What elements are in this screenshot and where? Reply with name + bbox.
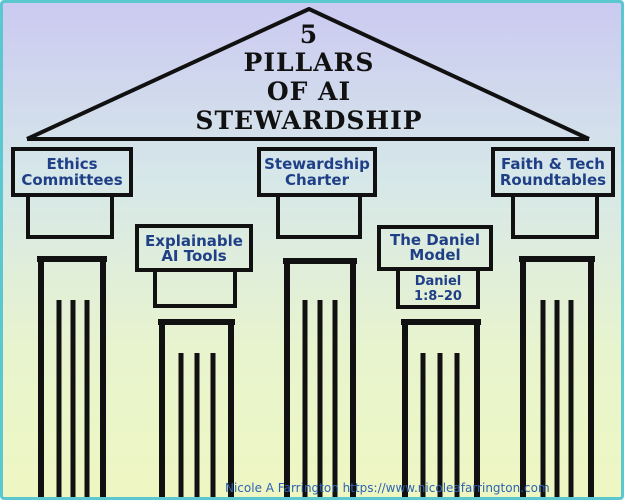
- pillar-5-shaft: [519, 256, 595, 497]
- pillar-5-neck: [511, 193, 599, 239]
- title-line-1: 5: [300, 20, 318, 49]
- pillar-stewardship-charter: [257, 147, 377, 497]
- pillar-5-label-line-1: Faith & Tech: [501, 155, 605, 173]
- pillar-4-label-line-1: The Daniel: [390, 231, 480, 249]
- pillar-4-flutes: [420, 353, 460, 497]
- pillar-3-flutes: [302, 300, 338, 497]
- pillar-explainable-ai-tools: [135, 224, 253, 497]
- pillar-4-note-line-2: 1:8–20: [414, 289, 462, 304]
- pillar-5-label-line-2: Roundtables: [500, 171, 606, 189]
- pillar-5-flutes: [540, 300, 574, 497]
- pillar-3-shaft: [283, 258, 357, 497]
- pillar-3-label-line-2: Charter: [285, 171, 350, 189]
- pillar-4-shaft: [401, 319, 481, 497]
- pillar-4-label-line-2: Model: [409, 246, 460, 264]
- pillar-2-neck: [153, 268, 237, 308]
- pillar-the-daniel-model: [377, 225, 493, 497]
- pillar-1-label-line-1: Ethics: [46, 155, 97, 173]
- pillar-ethics-committees: [11, 147, 133, 497]
- pillar-3-label-line-1: Stewardship: [264, 155, 370, 173]
- title-line-4: STEWARDSHIP: [195, 106, 422, 135]
- pillar-4-neck: [396, 267, 480, 309]
- pillar-2-flutes: [178, 353, 216, 497]
- pillars-diagram: 5 PILLARS OF AI STEWARDSHIP: [11, 7, 615, 497]
- pillar-2-shaft: [158, 319, 235, 497]
- pillar-1-shaft: [37, 256, 107, 497]
- pillar-1-label-line-2: Committees: [21, 171, 122, 189]
- title-line-3: OF AI: [267, 77, 351, 106]
- roof: [26, 7, 590, 141]
- pillar-2-label-line-2: AI Tools: [161, 247, 226, 265]
- pillar-2-label-line-1: Explainable: [145, 232, 243, 250]
- roof-outline: [26, 7, 590, 141]
- pillar-4-note-line-1: Daniel: [415, 274, 462, 289]
- pillar-1-neck: [26, 193, 114, 239]
- pillar-faith-tech-roundtables: [491, 147, 615, 497]
- pillar-1-flutes: [56, 300, 90, 497]
- footer-credit: Nicole A Farrington https://www.nicoleaf…: [225, 481, 550, 495]
- title-line-2: PILLARS: [244, 48, 375, 77]
- pillar-3-neck: [276, 193, 362, 239]
